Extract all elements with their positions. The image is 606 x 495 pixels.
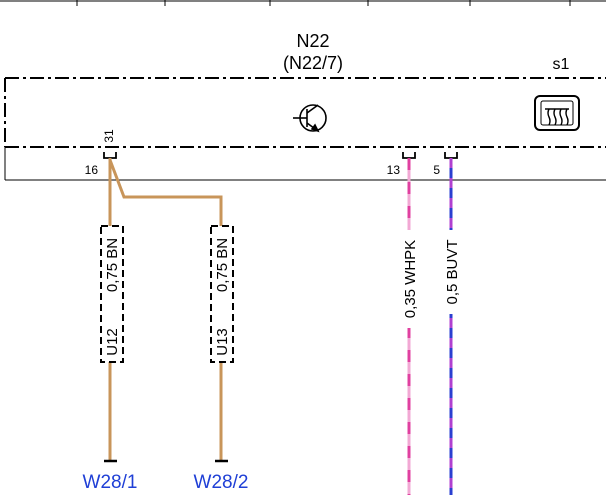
pin-5-terminal <box>444 152 458 159</box>
connector-w28-1[interactable]: W28/1 <box>83 472 138 493</box>
wire-u12-code: U12 <box>104 328 121 356</box>
pin-31-label: 31 <box>102 129 116 143</box>
wire-branch <box>108 159 223 460</box>
wire-u13-spec: 0,75 BN <box>214 238 231 292</box>
wire-buvt-spec: 0,5 BUVT <box>444 239 461 304</box>
component-box <box>4 77 606 148</box>
wire-buvt-label-bg <box>442 230 460 314</box>
top-grid <box>0 0 606 6</box>
housing-line <box>4 147 606 181</box>
transistor-icon <box>293 104 327 133</box>
wire-whpk-label-bg <box>400 230 418 328</box>
wire-label-box-u12 <box>100 225 124 363</box>
wire-u12-spec: 0,75 BN <box>104 238 121 292</box>
pin-13-terminal <box>402 152 416 159</box>
wire-whpk-spec: 0,35 WHPK <box>402 240 419 318</box>
component-name: N22 <box>296 31 329 51</box>
switch-label: s1 <box>553 56 570 73</box>
pin-terminals <box>103 152 458 159</box>
pin-5-label: 5 <box>433 163 440 177</box>
wire-u13-code: U13 <box>214 328 231 356</box>
pin-16-label: 16 <box>85 163 99 177</box>
pin-31-terminal <box>103 152 117 159</box>
brown-wires <box>108 158 223 460</box>
connector-w28-2[interactable]: W28/2 <box>194 472 249 493</box>
pin-13-label: 13 <box>387 163 401 177</box>
rear-defrost-switch-icon <box>534 95 580 131</box>
component-sub-name: (N22/7) <box>283 53 343 73</box>
wire-label-box-u13 <box>210 225 234 363</box>
